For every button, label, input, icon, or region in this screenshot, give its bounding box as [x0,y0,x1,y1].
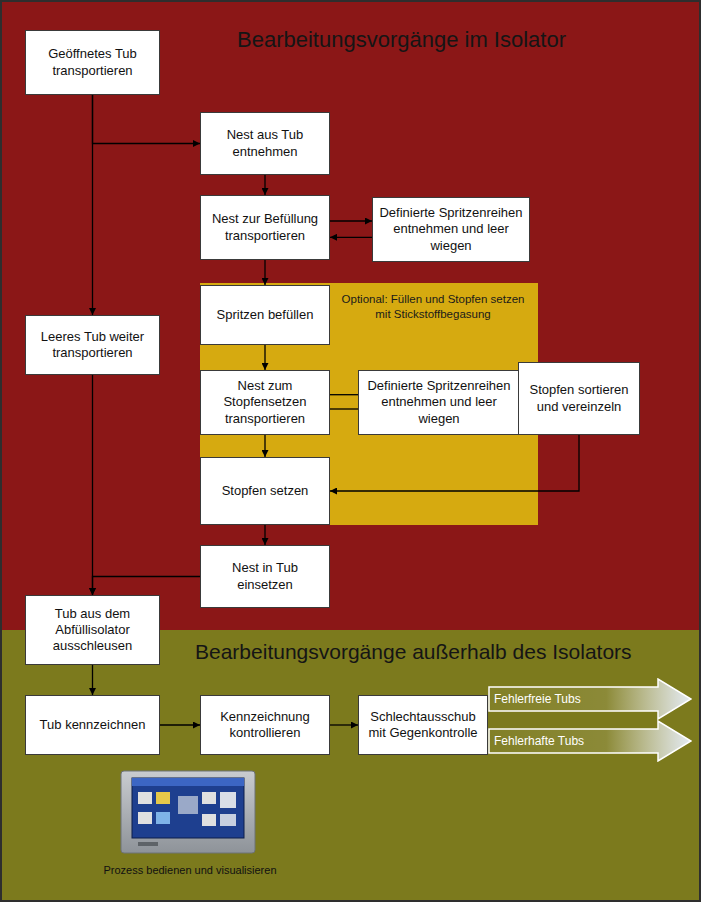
box-label: Kennzeichnung kontrollieren [206,709,324,742]
box-label: Nest zum Stopfensetzen transportieren [206,378,324,427]
process-box: Stopfen setzen [200,457,330,525]
box-label: Nest zur Befüllung transportieren [206,211,324,244]
zone-note: Optional: Füllen und Stopfen setzen mit … [338,292,528,322]
process-box: Nest zur Befüllung transportieren [200,195,330,260]
flow-connector [93,577,201,596]
box-label: Definierte Spritzenreihen entnehmen und … [364,378,514,427]
flow-connector [330,724,358,725]
region-heading: Bearbeitungsvorgänge außerhalb des Isola… [195,639,632,664]
process-box: Tub kennzeichnen [25,695,160,755]
flow-connector [264,525,265,545]
arrow-label: Fehlerhafte Tubs [494,729,584,753]
process-box: Definierte Spritzenreihen entnehmen und … [372,197,530,262]
region-band: Bearbeitungsvorgänge außerhalb des Isola… [0,630,701,902]
picture-caption: Prozess bedienen und visualisieren [50,864,330,876]
optional-zone: Optional: Füllen und Stopfen setzen mit … [200,283,538,525]
process-box: Kennzeichnung kontrollieren [200,695,330,755]
process-box: Schlechtausschub mit Gegenkontrolle [358,695,488,755]
box-label: Tub aus dem Abfüllisolator ausschleusen [31,606,154,655]
output-arrow: Fehlerfreie Tubs [488,678,692,720]
box-label: Definierte Spritzenreihen entnehmen und … [378,205,524,254]
box-label: Stopfen sortieren und vereinzeln [524,382,634,415]
process-box: Nest zum Stopfensetzen transportieren [200,370,330,435]
box-label: Spritzen befüllen [217,307,314,323]
flow-connector [92,375,93,595]
flow-connector [92,95,93,315]
flow-connector [92,665,93,695]
flow-connector [264,345,265,370]
process-box: Geöffnetes Tub transportieren [25,30,160,95]
process-box: Spritzen befüllen [200,285,330,345]
flow-connector [330,394,358,395]
output-arrow: Fehlerhafte Tubs [488,720,692,762]
process-box: Nest in Tub einsetzen [200,545,330,608]
process-box: Tub aus dem Abfüllisolator ausschleusen [25,595,160,665]
flow-connector [330,220,372,221]
flow-connector [160,724,200,725]
flow-connector [330,408,358,409]
flow-connector [264,435,265,457]
process-box: Definierte Spritzenreihen entnehmen und … [358,370,520,435]
box-label: Nest aus Tub entnehmen [206,127,324,160]
box-label: Geöffnetes Tub transportieren [31,46,154,79]
region-heading: Bearbeitungsvorgänge im Isolator [237,27,566,53]
flow-connector [264,260,265,285]
box-label: Nest in Tub einsetzen [206,560,324,593]
hmi-panel-picture [120,770,256,854]
flow-connector [264,175,265,195]
flow-connector [330,237,372,238]
process-box: Leeres Tub weiter transportieren [25,315,160,375]
box-label: Tub kennzeichnen [40,717,146,733]
outside-region [0,630,701,902]
arrow-label: Fehlerfreie Tubs [494,687,581,711]
box-label: Schlechtausschub mit Gegenkontrolle [364,709,482,742]
region-band: Bearbeitungsvorgänge im IsolatorGeöffnet… [0,0,701,630]
flow-connector [93,95,201,144]
process-box: Nest aus Tub entnehmen [200,112,330,175]
box-label: Leeres Tub weiter transportieren [31,329,154,362]
process-box: Stopfen sortieren und vereinzeln [518,362,640,435]
box-label: Stopfen setzen [222,483,309,499]
flow-connector [330,435,579,491]
